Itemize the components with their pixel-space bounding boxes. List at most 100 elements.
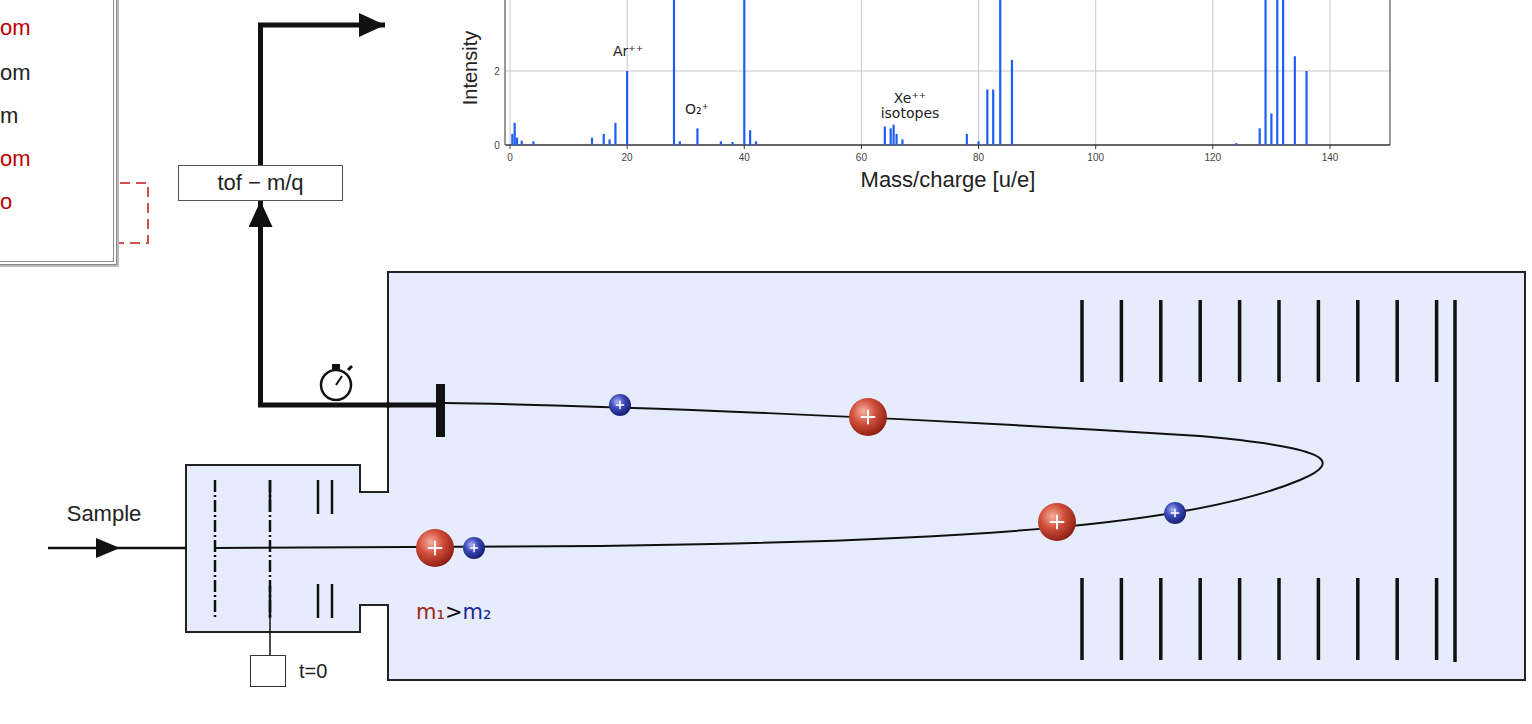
spectrum-peak xyxy=(1259,128,1261,145)
reflectron-electrode xyxy=(1277,300,1281,382)
tick xyxy=(1329,145,1330,149)
drawing-part xyxy=(849,398,887,436)
list-item: m xyxy=(0,104,18,128)
ion xyxy=(849,398,887,436)
spectrum-peak xyxy=(992,90,994,146)
spectrum-peak xyxy=(696,128,698,145)
reflectron-electrode xyxy=(1198,300,1202,382)
grid-line xyxy=(1329,0,1330,145)
axis-title: Intensity xyxy=(459,31,481,105)
tick-label: 60 xyxy=(856,152,867,163)
tick xyxy=(978,145,979,149)
tick-label: 0 xyxy=(494,140,500,151)
electrode xyxy=(331,584,334,618)
drawing-part xyxy=(609,394,631,416)
drawing-part xyxy=(428,541,442,555)
list-box: omommomo xyxy=(0,0,117,265)
tick-label: 120 xyxy=(1204,152,1221,163)
spectrum-peak xyxy=(755,141,757,145)
spectrum-peak xyxy=(749,130,751,145)
spectrum-peak xyxy=(890,128,892,145)
spectrum-peak xyxy=(1294,56,1296,145)
plot-frame xyxy=(505,0,1390,145)
reflectron-electrode xyxy=(1356,300,1360,382)
signal-arrow xyxy=(261,201,391,405)
sample-arrowhead xyxy=(96,538,120,558)
tick-label: 40 xyxy=(739,152,750,163)
tick xyxy=(1095,145,1096,149)
spectrum-peak xyxy=(986,90,988,146)
grid-line xyxy=(1095,0,1096,145)
spectrum-peak xyxy=(514,123,516,145)
ion-trajectory xyxy=(215,403,1323,548)
peak-label: O₂⁺ xyxy=(685,102,709,117)
text-part: > xyxy=(445,600,463,624)
reflectron-electrode xyxy=(1435,578,1439,660)
electrode xyxy=(269,480,272,512)
converter-box: tof − m/q xyxy=(178,165,343,201)
ions xyxy=(416,394,1186,567)
ion xyxy=(609,394,631,416)
spectrum-peak xyxy=(532,141,534,145)
drawing-part xyxy=(1038,503,1076,541)
tick-label: 2 xyxy=(494,66,500,77)
text-part: m₁ xyxy=(416,600,445,624)
spectrum-peak xyxy=(743,0,745,145)
spectrum-peak xyxy=(591,138,593,145)
spectrum-peak xyxy=(901,139,903,145)
drawing-part xyxy=(470,544,478,552)
ion xyxy=(463,537,485,559)
spectrum-peak xyxy=(1011,60,1013,145)
reflectron-electrode xyxy=(1238,300,1242,382)
pulse-box: t=0 xyxy=(250,655,286,687)
list-item: o xyxy=(0,190,12,214)
time-label: t=0 xyxy=(299,660,327,682)
drawing-part xyxy=(416,529,454,567)
reflectron xyxy=(1082,300,1437,660)
grid-line xyxy=(978,0,979,145)
mass-relation: m₁>m₂ xyxy=(416,601,491,624)
drawing-part xyxy=(463,537,485,559)
reflectron-plate xyxy=(1453,300,1457,662)
reflectron-electrode xyxy=(1198,578,1202,660)
spectrum-peak xyxy=(679,141,681,145)
spectrum-peak xyxy=(884,127,886,146)
pulse-wire xyxy=(269,618,271,655)
spectrum-peak xyxy=(521,141,523,145)
grid-line xyxy=(1212,0,1213,145)
spectrum-peak xyxy=(731,142,733,145)
spectrum-peak xyxy=(977,141,979,145)
detector-wire xyxy=(386,403,440,408)
stopwatch xyxy=(321,364,352,400)
reflectron-electrode xyxy=(1277,578,1281,660)
signal-arrow xyxy=(261,25,386,165)
reflectron-electrode xyxy=(1238,578,1242,660)
drawing-part xyxy=(332,364,340,369)
grid-line xyxy=(744,0,745,145)
reflectron-electrode xyxy=(1120,300,1124,382)
spectrum-peak xyxy=(673,0,675,145)
flight-chamber: m₁>m₂ xyxy=(388,272,1525,680)
drawing-part xyxy=(1171,509,1179,517)
spectrum-peak xyxy=(1282,0,1284,145)
electrode xyxy=(331,480,334,514)
list-item: om xyxy=(0,147,31,171)
axis-title: Mass/charge [u/e] xyxy=(861,168,1036,192)
drawing-part xyxy=(616,401,624,409)
tick xyxy=(744,145,745,149)
reflectron-electrode xyxy=(1395,300,1399,382)
tick-label: 100 xyxy=(1087,152,1104,163)
tick xyxy=(627,145,628,149)
ion xyxy=(1164,502,1186,524)
spectrum-peak xyxy=(1235,143,1237,145)
detector xyxy=(436,384,445,437)
drawing-part xyxy=(1164,502,1186,524)
spectrum-peak xyxy=(999,0,1001,145)
electrode xyxy=(269,586,272,618)
grid-electrode xyxy=(214,480,217,618)
grid-electrode xyxy=(269,480,272,618)
electrode xyxy=(317,584,320,618)
